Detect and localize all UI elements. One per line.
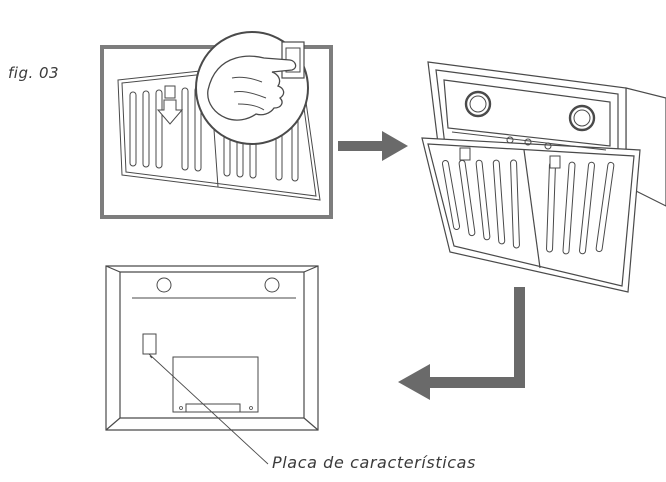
rating-plate-callout: Placa de características [272, 453, 476, 472]
filter-slots-left [129, 86, 202, 172]
callout-leader-line [148, 353, 269, 465]
hand-magnifier [195, 31, 309, 145]
grease-filter-tilted [421, 137, 641, 293]
figure-number-label: fig. 03 [8, 64, 60, 82]
step-press-clip-panel [100, 31, 333, 219]
rating-plate [142, 333, 157, 355]
step-tilt-filter-hood [421, 61, 666, 293]
clip-down-arrow-icon [156, 85, 184, 125]
arrow-right-icon [338, 131, 408, 161]
step-rating-plate-view [105, 265, 319, 465]
light-left-underside-icon [156, 277, 172, 293]
hand-icon [207, 55, 297, 121]
arrow-return-icon [398, 287, 525, 400]
light-right-underside-icon [264, 277, 280, 293]
